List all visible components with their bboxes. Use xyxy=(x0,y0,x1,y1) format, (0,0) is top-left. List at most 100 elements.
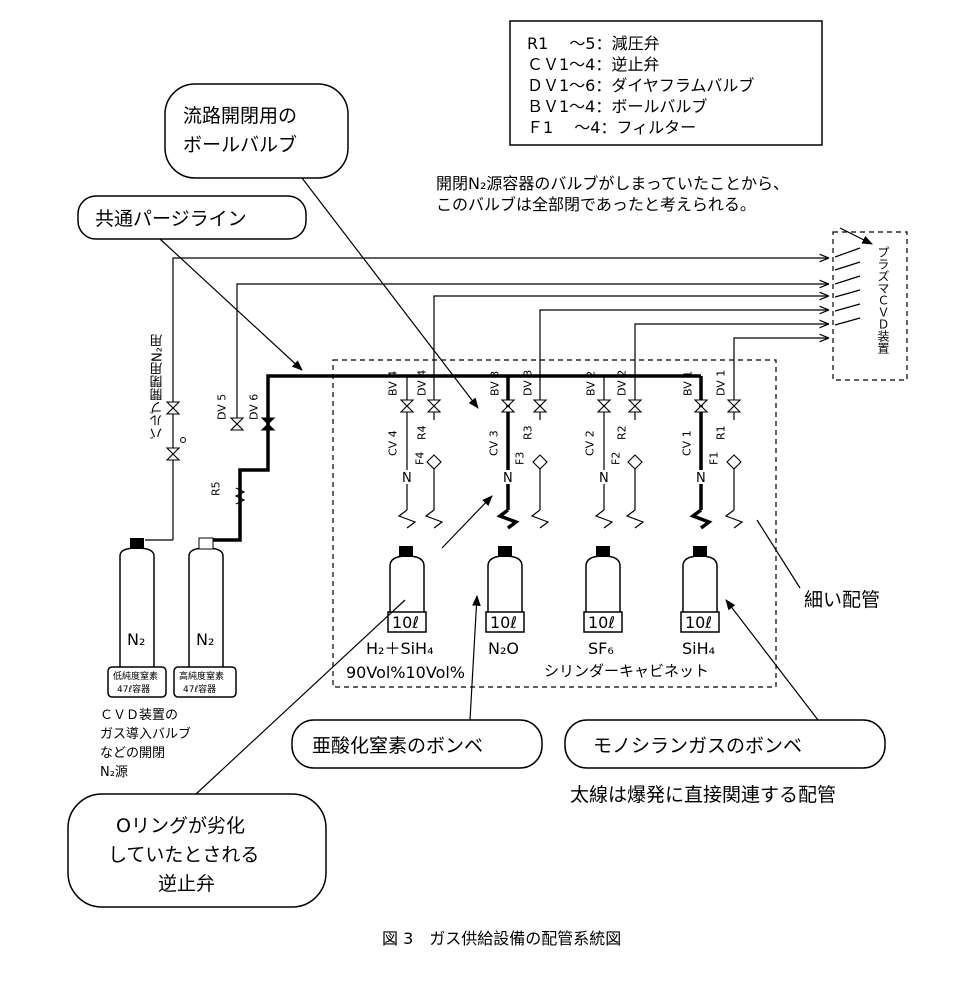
ball-valve-note-1: 流路開閉用の xyxy=(183,105,297,127)
bv3-label: BV 3 xyxy=(489,371,502,396)
cv2-label: CV 2 xyxy=(584,430,597,456)
thin-pipe-label: 細い配管 xyxy=(804,589,880,611)
n2-source-note: ＣＶＤ装置の ガス導入バルブ などの開閉 N₂源 xyxy=(100,708,191,780)
legend-line-bv: ＢＶ1～4：ボールバルブ xyxy=(527,97,707,116)
cylinder-h2-sih4 xyxy=(389,555,425,621)
bv2-icon xyxy=(596,399,612,413)
dv1-label: DV 1 xyxy=(715,370,728,396)
figure-caption: 図 3 ガス供給設備の配管系統図 xyxy=(382,929,621,948)
plasma-cvd-label: プラズマＣＶＤ装置 xyxy=(876,246,890,354)
bv4-icon xyxy=(399,399,415,413)
gas-2: N₂O xyxy=(488,639,519,658)
dv4-label: DV 4 xyxy=(416,370,429,396)
dv5-icon xyxy=(229,417,245,431)
n2-high-cylinder xyxy=(188,547,224,671)
n2-low-valve-icon xyxy=(165,401,181,415)
n2-low-gas: N₂ xyxy=(127,630,145,649)
vol-2: 10ℓ xyxy=(490,613,517,632)
f4-icon xyxy=(426,454,442,470)
r1-label: R1 xyxy=(715,425,728,440)
f4-label: F4 xyxy=(414,452,427,465)
gas-line-3: BV 3 DV 3 R3 CV 3 F3 N 10ℓ N₂O xyxy=(485,370,550,658)
f1-label: F1 xyxy=(708,452,721,465)
plasma-cvd-unit: プラズマＣＶＤ装置 xyxy=(832,231,908,381)
n2-source-3: などの開閉 xyxy=(100,746,165,761)
n2-low-cylinder-group: N₂ 低純度窒素 47ℓ容器 バルブ開閉用N₂用 xyxy=(107,333,186,698)
legend-line-r: R1 ～5：減圧弁 xyxy=(527,34,660,53)
legend-line-dv: ＤＶ1～6：ダイヤフラムバルブ xyxy=(527,76,754,95)
cv4-label: CV 4 xyxy=(387,430,400,456)
n2-low-cylinder xyxy=(119,547,155,671)
dv2-label: DV 2 xyxy=(616,370,629,396)
cv1-symbol: N xyxy=(696,471,706,486)
bv1-label: BV 1 xyxy=(682,371,695,396)
n2-closed-note: 開閉N₂源容器のバルブがしまっていたことから、 このバルブは全部閉であったと考え… xyxy=(436,174,873,245)
sih4-pointer xyxy=(725,599,819,721)
n2-closed-note-2: このバルブは全部閉であったと考えられる。 xyxy=(436,195,756,214)
f2-label: F2 xyxy=(610,452,623,465)
gas-line-1: BV 1 DV 1 R1 CV 1 F1 N 10ℓ SiH₄ xyxy=(680,370,744,658)
n2o-pointer xyxy=(469,594,481,721)
bv4-label: BV 4 xyxy=(387,371,400,396)
n2-source-2: ガス導入バルブ xyxy=(100,726,191,742)
dv2-icon xyxy=(627,399,643,413)
r4-label: R4 xyxy=(416,425,429,440)
n2-low-desc-2: 47ℓ容器 xyxy=(117,683,150,695)
f2-icon xyxy=(627,454,643,470)
dv3-icon xyxy=(532,399,548,413)
n2-source-1: ＣＶＤ装置の xyxy=(100,708,178,723)
thin-pipe-note: 細い配管 xyxy=(756,519,880,611)
oring-line-2: していたとされる xyxy=(108,844,259,866)
cv1-label: CV 1 xyxy=(681,430,694,456)
n2-high-cylinder-group: N₂ 高純度窒素 47ℓ容器 R5 DV 5 DV 6 xyxy=(173,394,276,698)
gas-line-2: BV 2 DV 2 R2 CV 2 F2 N 10ℓ SF₆ xyxy=(583,370,645,658)
sih4-callout-text: モノシランガスのボンベ xyxy=(593,735,802,757)
dv3-label: DV 3 xyxy=(522,370,535,396)
mix-ratio: 90Vol%10Vol% xyxy=(346,663,465,682)
bv3-icon xyxy=(500,399,516,413)
dv1-icon xyxy=(726,399,742,413)
vol-1: 10ℓ xyxy=(392,613,419,632)
n2o-callout: 亜酸化窒素のボンベ xyxy=(291,594,543,769)
legend-line-cv: ＣＶ1～4：逆止弁 xyxy=(527,55,659,74)
cv3-symbol: N xyxy=(503,471,513,486)
dv6-icon xyxy=(260,417,276,431)
oring-line-1: Oリングが劣化 xyxy=(116,815,245,837)
vol-4: 10ℓ xyxy=(685,613,712,632)
cylinder-cabinet xyxy=(332,359,777,688)
bv2-label: BV 2 xyxy=(585,371,598,396)
cylinder-sih4 xyxy=(682,555,718,621)
cv2-symbol: N xyxy=(599,471,609,486)
gas-1: H₂＋SiH₄ xyxy=(366,639,434,658)
oring-line-3: 逆止弁 xyxy=(158,873,215,895)
vol-3: 10ℓ xyxy=(588,613,615,632)
cylinder-n2o xyxy=(487,555,523,621)
r2-label: R2 xyxy=(616,425,629,440)
n2-closed-note-1: 開閉N₂源容器のバルブがしまっていたことから、 xyxy=(436,174,789,193)
thick-line-note: 太線は爆発に直接関連する配管 xyxy=(570,784,836,806)
valve-n2-label: バルブ開閉用N₂用 xyxy=(150,333,166,440)
bv1-icon xyxy=(693,399,709,413)
r5-symbol xyxy=(234,487,246,505)
purge-line-callout: 共通パージライン xyxy=(77,195,307,371)
r3-label: R3 xyxy=(522,425,535,440)
n2-high-desc-2: 47ℓ容器 xyxy=(183,683,216,695)
purge-line-pointer xyxy=(159,238,303,371)
n2-closed-pointer xyxy=(839,227,873,245)
f1-icon xyxy=(726,454,742,470)
oring-pointer-cv3 xyxy=(441,495,493,549)
purge-line-note: 共通パージライン xyxy=(95,208,247,230)
n2o-callout-text: 亜酸化窒素のボンベ xyxy=(312,735,483,757)
n2-high-gas: N₂ xyxy=(196,630,214,649)
ball-valve-note-2: ボールバルブ xyxy=(183,133,297,156)
gas-line-4: BV 4 DV 4 R4 CV 4 F4 N 10ℓ H₂＋SiH₄ xyxy=(366,370,444,658)
gas-3: SF₆ xyxy=(588,639,614,658)
oring-callout: Oリングが劣化 していたとされる 逆止弁 xyxy=(67,599,406,908)
ball-valve-pointer xyxy=(301,177,479,409)
dv6-label: DV 6 xyxy=(248,394,261,420)
n2-low-desc-1: 低純度窒素 xyxy=(113,670,158,682)
f3-icon xyxy=(532,454,548,470)
cv3-label: CV 3 xyxy=(488,430,501,456)
f3-label: F3 xyxy=(514,452,527,465)
